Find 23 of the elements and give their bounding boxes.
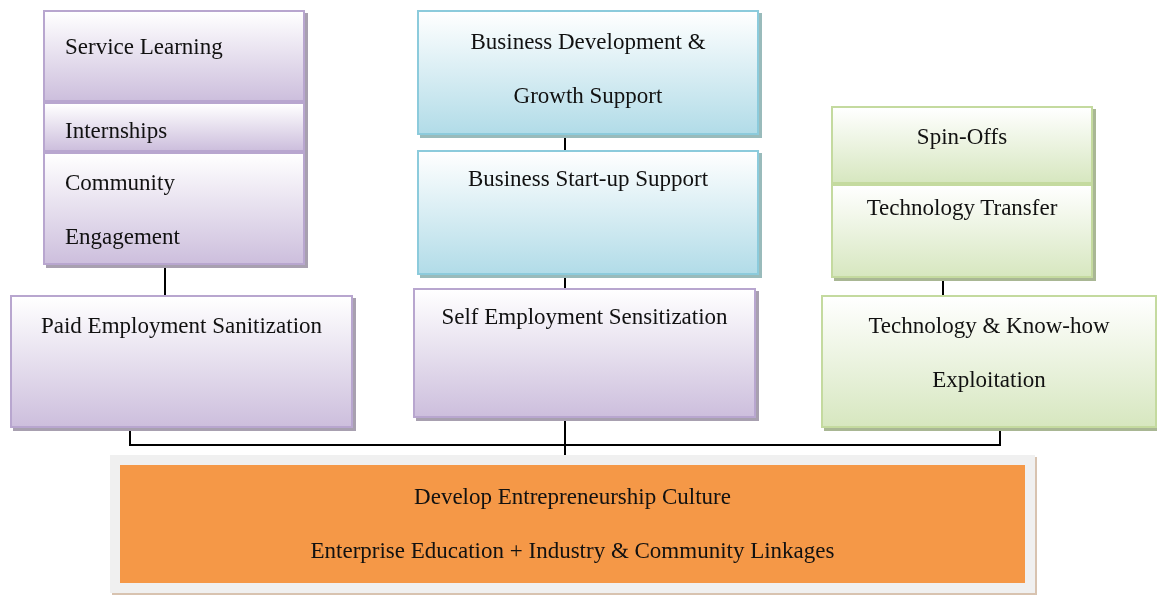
node-label: Business Development & Growth Support (469, 28, 707, 110)
node-label: Spin-Offs (916, 123, 1008, 151)
process-box (821, 295, 1157, 428)
process-box (43, 10, 305, 102)
node-label: Internships (65, 117, 168, 145)
node-label: Business Start-up Support (467, 165, 709, 193)
node-label: Service Learning (65, 33, 223, 61)
node-label: Technology & Know-how Exploitation (867, 312, 1111, 394)
box-text: Enterprise Education + Industry & Community Linkages (310, 537, 835, 565)
node-label: Self Employment Sensitization (441, 303, 728, 331)
process-box (413, 288, 756, 418)
node-label: Technology Transfer (866, 194, 1058, 222)
node-label: Paid Employment Sanitization (40, 312, 323, 340)
process-box (417, 150, 759, 275)
foundation-box (110, 455, 1035, 593)
node-label: Community Engagement (65, 169, 181, 251)
process-box (43, 152, 305, 265)
process-box (417, 10, 759, 135)
box-text: Develop Entrepreneurship Culture (414, 483, 731, 511)
process-box (43, 102, 305, 152)
process-box (831, 106, 1093, 184)
process-box (10, 295, 353, 428)
process-box (831, 184, 1093, 278)
